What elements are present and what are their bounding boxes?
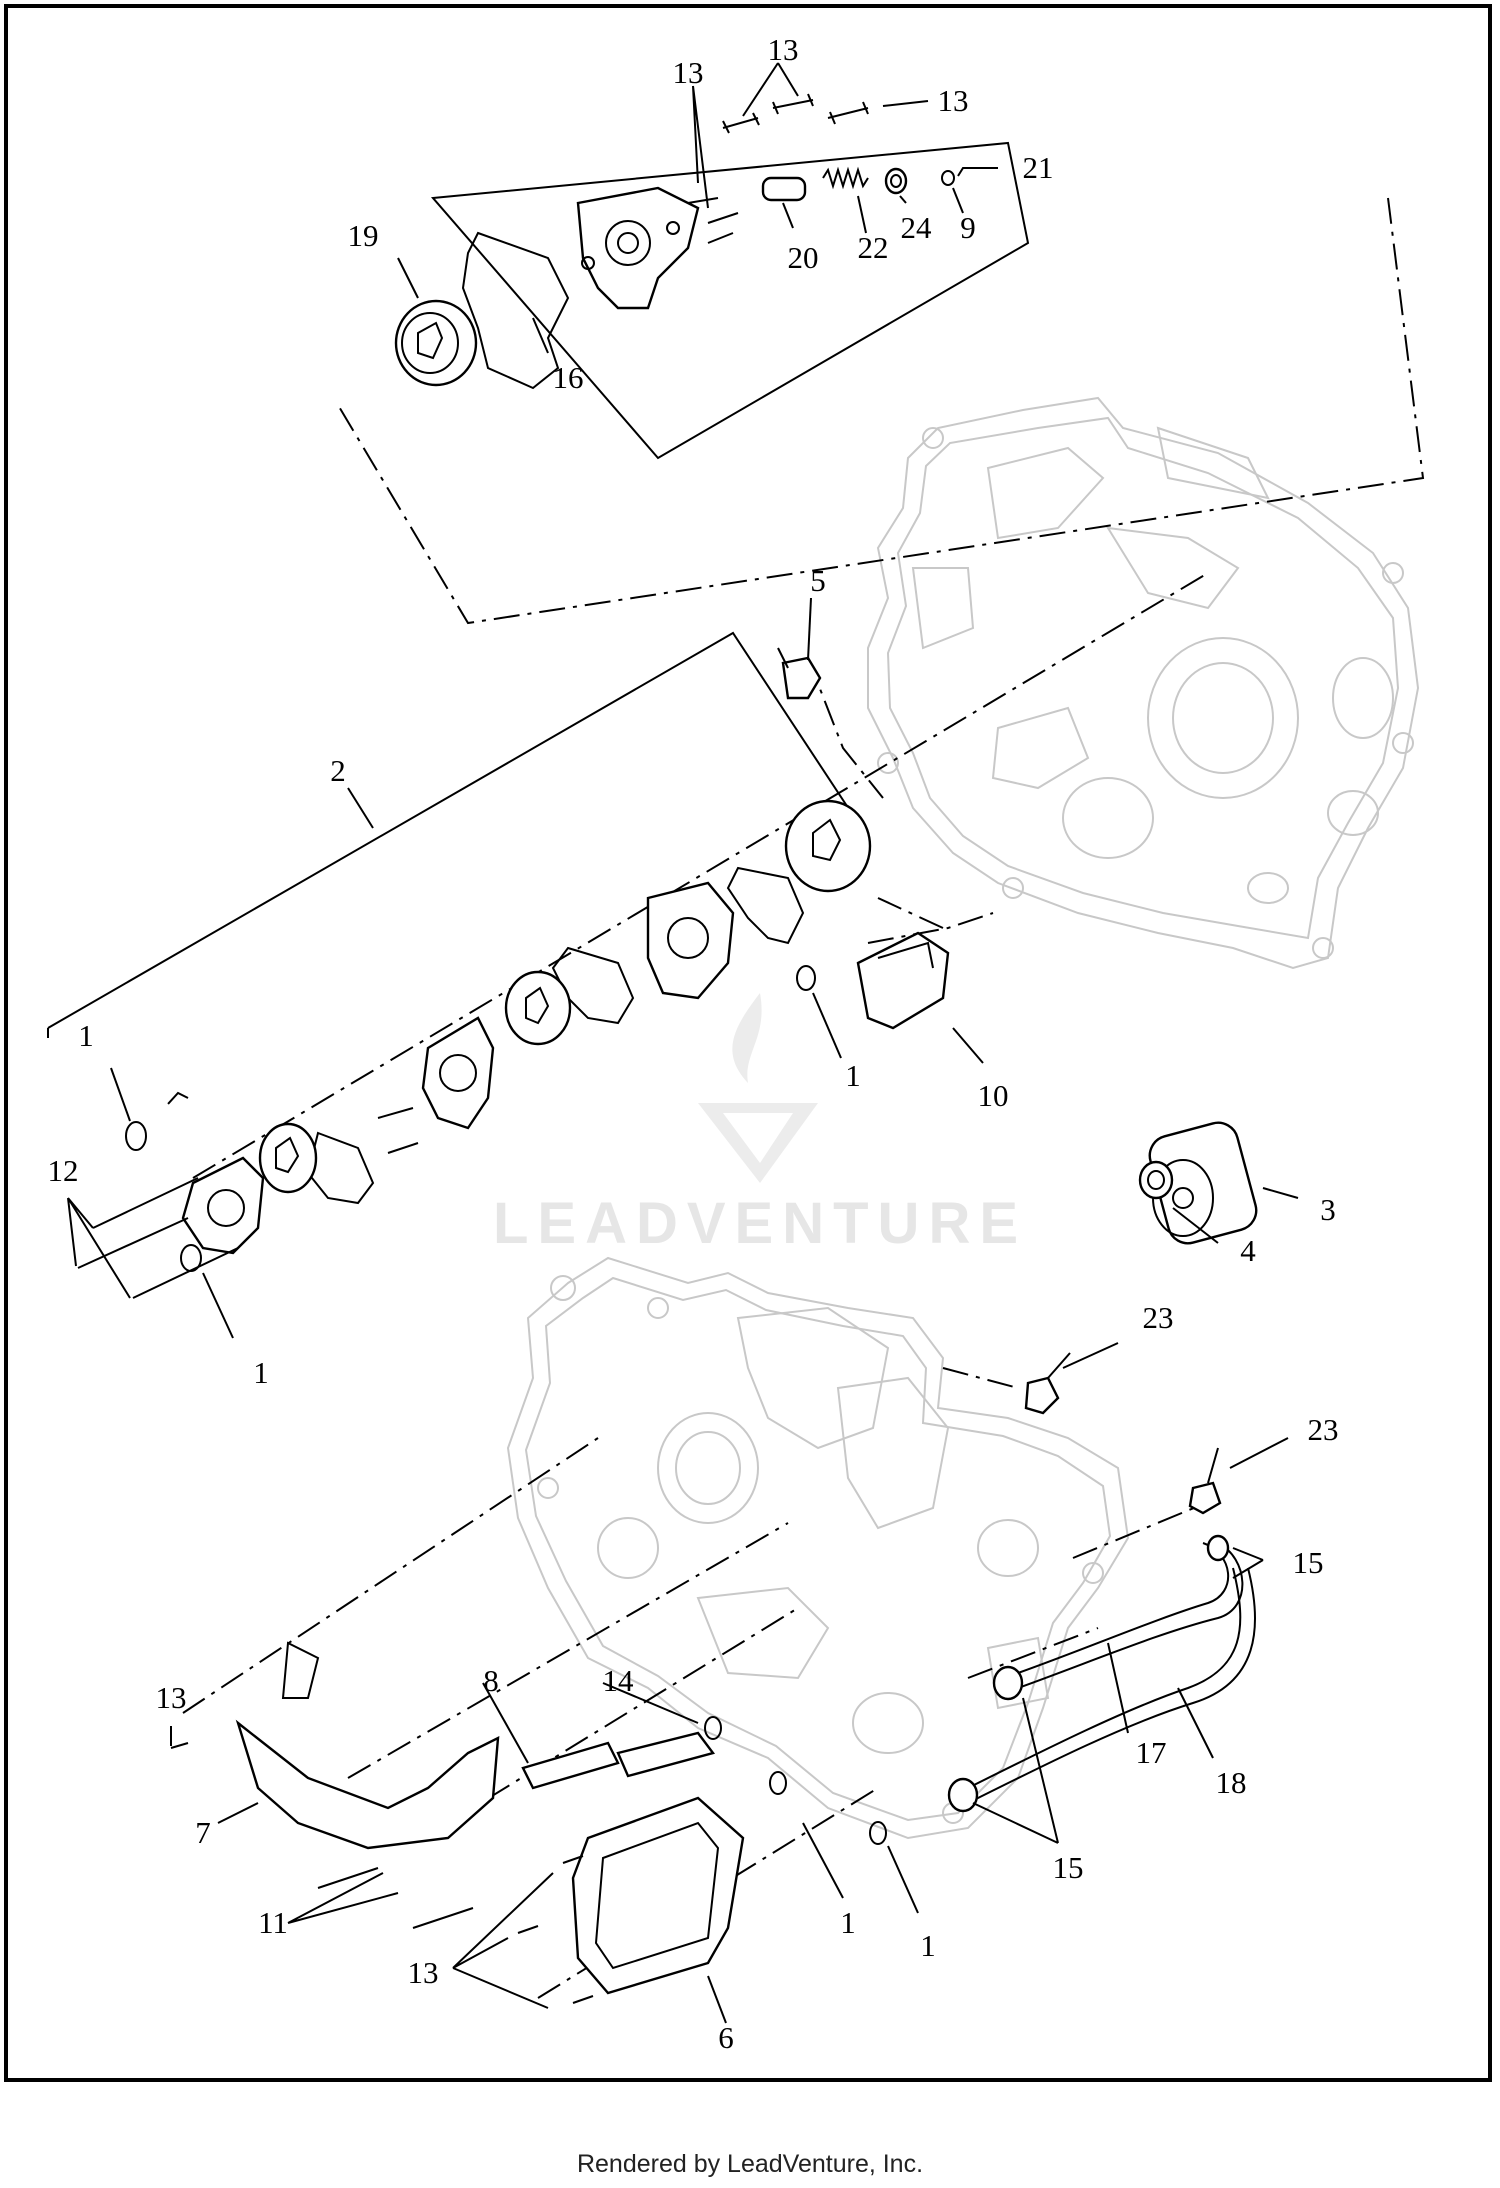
- o-rings-lower: [704, 1716, 887, 1845]
- callout-2: 2: [330, 753, 346, 788]
- adapter-4: [1138, 1160, 1174, 1200]
- gasket-left: [306, 1131, 375, 1205]
- bushing-20: [761, 176, 807, 202]
- callout-21: 21: [1023, 150, 1054, 185]
- bolts-13-lower: [170, 1742, 594, 2004]
- bolts-13-top: [687, 93, 869, 244]
- callout-23: 23: [1143, 1300, 1174, 1335]
- oil-pump-assembly-box: [430, 141, 1030, 460]
- oil-tube-8: [521, 1731, 716, 1790]
- diagram-frame: LEADVENTURE: [4, 4, 1492, 2082]
- callout-3: 3: [1320, 1192, 1336, 1227]
- callout-13: 13: [768, 32, 799, 67]
- callout-labels: 13 13 13 21 19 20 22 24 9 16 5 2 1 1 10 …: [48, 32, 1339, 2055]
- callout-12: 12: [48, 1153, 79, 1188]
- callout-1: 1: [78, 1018, 94, 1053]
- gasket-mid-right: [726, 866, 805, 945]
- oil-pump-body-top: [576, 186, 700, 310]
- callout-5: 5: [810, 563, 826, 598]
- gasket-mid: [551, 946, 635, 1025]
- sensor-23a: [1024, 1352, 1071, 1415]
- watermark-text: LEADVENTURE: [493, 1191, 1027, 1256]
- o-ring-1b: [796, 965, 816, 991]
- watermark-v-logo-icon: [698, 1103, 818, 1183]
- callout-24: 24: [901, 210, 933, 245]
- callout-19: 19: [348, 218, 379, 253]
- oil-line-18: [967, 1567, 1257, 1804]
- rotor-mid: [504, 970, 572, 1046]
- leadventure-watermark: LEADVENTURE: [493, 993, 1027, 1256]
- callout-23: 23: [1308, 1412, 1339, 1447]
- cover-10: [856, 931, 950, 1030]
- oil-line-17: [1017, 1542, 1244, 1689]
- callout-9: 9: [960, 210, 976, 245]
- gasket-16: [461, 231, 570, 390]
- pump-cover-left: [181, 1156, 265, 1255]
- callout-1: 1: [253, 1355, 269, 1390]
- callout-16: 16: [553, 360, 584, 395]
- crankcase-upper-outline: [867, 396, 1420, 970]
- callout-18: 18: [1216, 1765, 1247, 1800]
- callout-13: 13: [938, 83, 969, 118]
- crankcase-lower-outline: [506, 1256, 1130, 1840]
- fittings-15: [947, 1534, 1230, 1813]
- callout-4: 4: [1240, 1233, 1256, 1268]
- retaining-ring-9: [941, 170, 955, 186]
- oil-cooler-6: [571, 1796, 745, 1995]
- o-ring-1c: [180, 1244, 202, 1272]
- dowel-pins: [377, 1107, 419, 1154]
- sensor-5: [777, 647, 822, 700]
- callout-22: 22: [858, 230, 889, 265]
- scavenge-rotor-19: [394, 299, 478, 387]
- callout-6: 6: [718, 2020, 734, 2055]
- oil-pan-baffle-7: [235, 1641, 500, 1850]
- pump-body-mid: [421, 1016, 495, 1130]
- o-ring-1a: [125, 1121, 147, 1151]
- rotor-left: [258, 1122, 318, 1194]
- callout-1: 1: [845, 1058, 861, 1093]
- callout-14: 14: [603, 1663, 635, 1698]
- pump-plate-mid: [646, 881, 735, 1000]
- oil-pump-group-box: [47, 631, 869, 1029]
- callout-7: 7: [195, 1815, 211, 1850]
- bolts-12: [77, 1177, 239, 1299]
- scavenge-rotor-right: [784, 799, 872, 893]
- watermark-flame-icon: [732, 993, 762, 1083]
- callout-11: 11: [258, 1905, 288, 1940]
- sensor-23b: [1188, 1447, 1222, 1515]
- callout-1: 1: [840, 1905, 856, 1940]
- callout-15: 15: [1053, 1850, 1084, 1885]
- footer-credit: Rendered by LeadVenture, Inc.: [576, 2150, 924, 2178]
- callout-17: 17: [1136, 1735, 1167, 1770]
- callout-13: 13: [156, 1680, 187, 1715]
- callout-8: 8: [483, 1663, 499, 1698]
- callout-20: 20: [788, 240, 819, 275]
- plug-24: [884, 167, 908, 195]
- exploded-parts-diagram: LEADVENTURE: [47, 32, 1425, 2055]
- leader-lines: [67, 62, 1299, 2024]
- callout-13: 13: [408, 1955, 439, 1990]
- callout-13: 13: [673, 55, 704, 90]
- bolts-11: [317, 1867, 474, 1929]
- callout-15: 15: [1293, 1545, 1324, 1580]
- alignment-lines: [167, 197, 1425, 1999]
- spring-22: [822, 166, 869, 190]
- callout-10: 10: [978, 1078, 1009, 1113]
- callout-1: 1: [920, 1928, 936, 1963]
